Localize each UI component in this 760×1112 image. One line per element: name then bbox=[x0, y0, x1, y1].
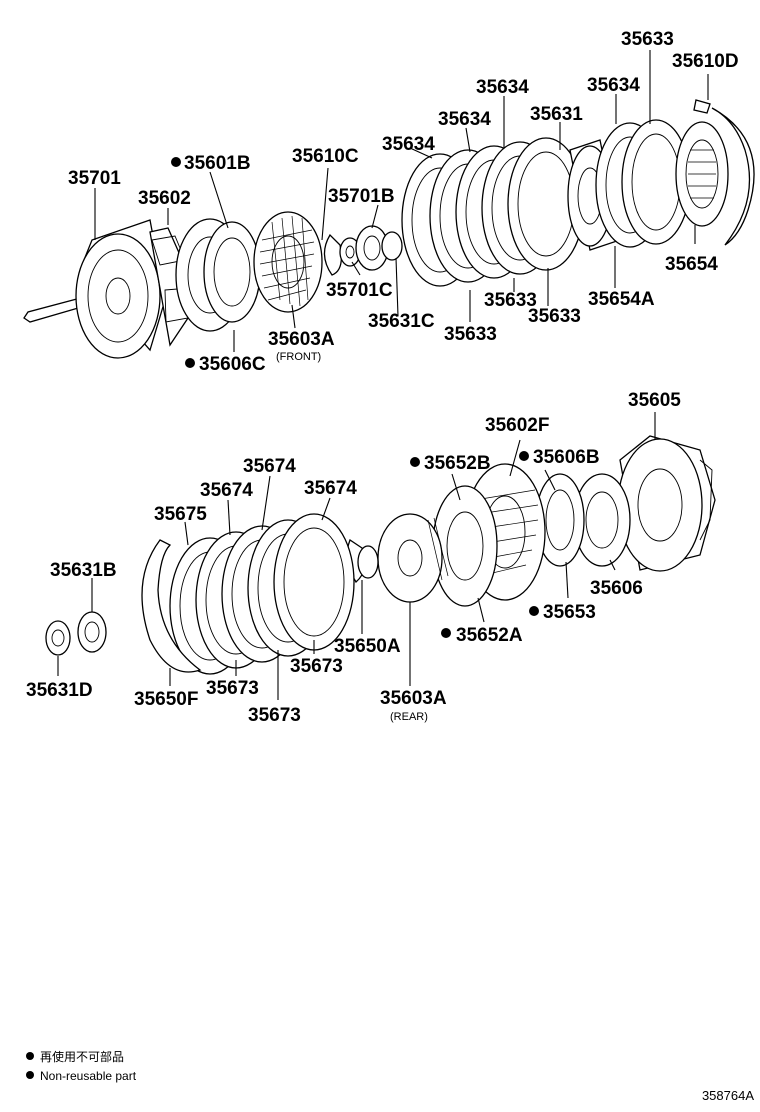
label-35674-b: 35674 bbox=[200, 480, 253, 501]
label-35633-b: 35633 bbox=[528, 306, 581, 327]
label-35610C: 35610C bbox=[292, 146, 359, 167]
label-35633-top: 35633 bbox=[621, 29, 674, 50]
label-rear-note: (REAR) bbox=[390, 711, 428, 723]
label-35634-b: 35634 bbox=[438, 109, 491, 130]
part-35610D-snap-ring bbox=[693, 99, 755, 246]
label-35633-a: 35633 bbox=[484, 290, 537, 311]
part-35605-rear-drum bbox=[617, 435, 716, 572]
part-35701-input-shaft-drum bbox=[23, 219, 201, 359]
part-clutch-plates-upper bbox=[401, 137, 585, 287]
lower-assembly bbox=[45, 435, 716, 675]
label-35606B: 35606B bbox=[533, 447, 600, 468]
label-35602F: 35602F bbox=[485, 415, 549, 436]
label-35631C: 35631C bbox=[368, 311, 435, 332]
upper-leader-lines bbox=[94, 50, 709, 352]
label-35603A-front: 35603A bbox=[268, 329, 335, 350]
label-35650A: 35650A bbox=[334, 636, 401, 657]
part-35654-spring-retainer bbox=[675, 121, 729, 227]
part-35652-seals bbox=[432, 485, 498, 607]
label-35675: 35675 bbox=[154, 504, 207, 525]
legend-en: Non-reusable part bbox=[40, 1069, 137, 1083]
label-35673-a: 35673 bbox=[206, 678, 259, 699]
legend: 再使用不可部品 Non-reusable part bbox=[26, 1049, 137, 1083]
part-35631D-washer bbox=[45, 620, 71, 656]
non-reusable-marker bbox=[519, 451, 529, 461]
lower-labels: 35605 35602F 35652B 35606B 35606 35653 3… bbox=[26, 390, 681, 726]
part-35602-35601B-rings bbox=[175, 218, 261, 332]
label-35652A: 35652A bbox=[456, 625, 523, 646]
upper-labels: 35701 35602 35601B 35610C 35701B 35701C … bbox=[68, 29, 739, 375]
non-reusable-marker bbox=[441, 628, 451, 638]
legend-jp: 再使用不可部品 bbox=[40, 1049, 124, 1064]
label-35654A: 35654A bbox=[588, 289, 655, 310]
label-35634-d: 35634 bbox=[587, 75, 640, 96]
label-front-note: (FRONT) bbox=[276, 351, 321, 363]
label-35674-a: 35674 bbox=[243, 456, 296, 477]
label-35606: 35606 bbox=[590, 578, 643, 599]
legend-bullet-icon bbox=[26, 1052, 34, 1060]
non-reusable-marker bbox=[529, 606, 539, 616]
figure-number: 358764A bbox=[702, 1088, 754, 1103]
part-35606B-seal bbox=[535, 473, 585, 567]
label-35634-a: 35634 bbox=[382, 134, 435, 155]
non-reusable-marker bbox=[185, 358, 195, 368]
label-35606C: 35606C bbox=[199, 354, 266, 375]
label-35631D: 35631D bbox=[26, 680, 93, 701]
label-35602: 35602 bbox=[138, 188, 191, 209]
label-35652B: 35652B bbox=[424, 453, 491, 474]
part-35610C-snap-ring bbox=[323, 233, 343, 276]
label-35610D: 35610D bbox=[672, 51, 739, 72]
part-35650F-snap-ring bbox=[141, 539, 202, 673]
label-35674-c: 35674 bbox=[304, 478, 357, 499]
label-35634-c: 35634 bbox=[476, 77, 529, 98]
part-35701B-bushing bbox=[355, 225, 403, 271]
part-clutch-plates-lower bbox=[169, 513, 355, 675]
non-reusable-marker bbox=[171, 157, 181, 167]
label-35673-b: 35673 bbox=[290, 656, 343, 677]
part-35631B-washer bbox=[77, 611, 107, 653]
lower-leader-lines bbox=[57, 412, 656, 700]
label-35701: 35701 bbox=[68, 168, 121, 189]
label-35633-c: 35633 bbox=[444, 324, 497, 345]
label-35603A-rear: 35603A bbox=[380, 688, 447, 709]
label-35650F: 35650F bbox=[134, 689, 198, 710]
label-35673-c: 35673 bbox=[248, 705, 301, 726]
non-reusable-marker bbox=[410, 457, 420, 467]
label-35701C: 35701C bbox=[326, 280, 393, 301]
label-35653: 35653 bbox=[543, 602, 596, 623]
label-35654: 35654 bbox=[665, 254, 718, 275]
label-35601B: 35601B bbox=[184, 153, 251, 174]
label-35631B: 35631B bbox=[50, 560, 117, 581]
label-35701B: 35701B bbox=[328, 186, 395, 207]
label-35631: 35631 bbox=[530, 104, 583, 125]
part-35603A-front-bearing bbox=[253, 211, 323, 313]
legend-bullet-icon bbox=[26, 1071, 34, 1079]
label-35605: 35605 bbox=[628, 390, 681, 411]
upper-assembly bbox=[23, 99, 755, 359]
